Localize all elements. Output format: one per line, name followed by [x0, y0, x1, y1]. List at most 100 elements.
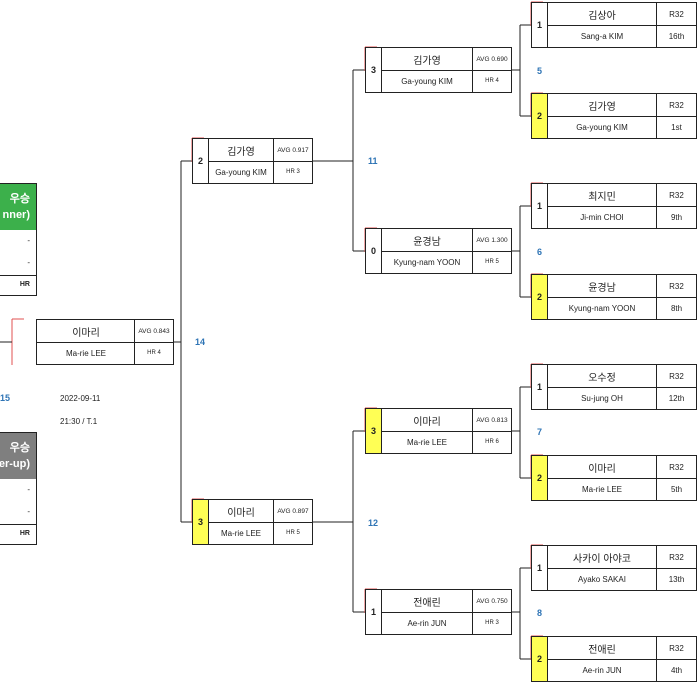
runnerup-panel-header: 우승 er-up) — [0, 433, 36, 479]
player-name-ko: 오수정 — [547, 365, 657, 388]
runnerup-row-2: - — [27, 507, 30, 516]
player-name-ko: 김가영 — [381, 48, 473, 71]
player-name-ko: 윤경남 — [381, 229, 473, 252]
final-player-box: 이마리 Ma-rie LEE AVG 0.843 HR 4 — [36, 319, 174, 365]
winner-panel: 우승 nner) - - HR — [0, 183, 37, 296]
rank-label: 1st — [656, 116, 696, 138]
round-label: R32 — [656, 3, 696, 26]
hr-stat: HR 5 — [273, 522, 312, 544]
match-number-semi: 12 — [368, 518, 379, 528]
round-label: R32 — [656, 365, 696, 388]
winner-title-en: nner) — [2, 209, 31, 221]
seed-score: 2 — [193, 139, 209, 183]
seed-score: 2 — [532, 456, 548, 500]
winner-title-ko: 우승 — [9, 193, 30, 205]
rank-label: 5th — [656, 478, 696, 500]
winner-row-1: - — [27, 236, 30, 245]
hr-stat: HR 5 — [472, 251, 511, 273]
player-name-en: Su-jung OH — [581, 393, 623, 403]
hr-stat: HR 4 — [472, 70, 511, 92]
seed-score: 1 — [366, 590, 382, 634]
final-hr: HR 4 — [134, 342, 173, 364]
seed-score: 3 — [366, 48, 382, 92]
player-name-en: Sang-a KIM — [580, 31, 624, 41]
player-name-en: Ga-young KIM — [576, 122, 628, 132]
player-name-en: Ma-rie LEE — [220, 528, 261, 538]
round-label: R32 — [656, 94, 696, 117]
player-name-en: Ji-min CHOI — [580, 212, 624, 222]
seed-score: 1 — [532, 365, 548, 409]
match-number-quarter: 7 — [537, 427, 543, 437]
rank-label: 9th — [656, 206, 696, 228]
player-name-en: Ayako SAKAI — [578, 574, 626, 584]
player-name-ko: 전애린 — [381, 590, 473, 613]
winner-row-2: - — [27, 258, 30, 267]
match-number-final: 14 — [195, 337, 206, 347]
player-name-ko: 김상아 — [547, 3, 657, 26]
rank-label: 8th — [656, 297, 696, 319]
round-label: R32 — [656, 456, 696, 479]
player-name-ko: 전애린 — [547, 637, 657, 660]
match-number-quarter: 5 — [537, 66, 543, 76]
hr-stat: HR 6 — [472, 431, 511, 453]
final-name-ko: 이마리 — [37, 320, 135, 343]
seed-score: 2 — [532, 275, 548, 319]
winner-footer: HR — [19, 281, 30, 288]
player-name-ko: 이마리 — [208, 500, 274, 523]
seed-score: 1 — [532, 546, 548, 590]
player-name-ko: 김가영 — [547, 94, 657, 117]
seed-score: 1 — [532, 184, 548, 228]
avg-stat: AVG 0.690 — [472, 48, 511, 71]
player-name-en: Ga-young KIM — [401, 76, 453, 86]
player-name-en: Kyung-nam YOON — [568, 303, 636, 313]
player-name-ko: 이마리 — [381, 409, 473, 432]
seed-score: 3 — [193, 500, 209, 544]
match-number-quarter: 8 — [537, 608, 543, 618]
avg-stat: AVG 0.897 — [273, 500, 312, 523]
avg-stat: AVG 0.813 — [472, 409, 511, 432]
hr-stat: HR 3 — [472, 612, 511, 634]
seed-score: 2 — [532, 637, 548, 681]
player-name-ko: 사카이 아야코 — [547, 546, 657, 569]
match-number-quarter: 6 — [537, 247, 543, 257]
player-name-en: Ae-rin JUN — [582, 665, 622, 675]
seed-score: 0 — [366, 229, 382, 273]
player-name-en: Ma-rie LEE — [406, 437, 447, 447]
rank-label: 13th — [656, 568, 696, 590]
avg-stat: AVG 0.917 — [273, 139, 312, 162]
rank-label: 16th — [656, 25, 696, 47]
match-date: 2022-09-11 — [60, 394, 101, 403]
runnerup-row-1: - — [27, 485, 30, 494]
player-name-en: Ga-young KIM — [215, 167, 267, 177]
avg-stat: AVG 1.300 — [472, 229, 511, 252]
player-name-en: Ae-rin JUN — [407, 618, 447, 628]
round-label: R32 — [656, 275, 696, 298]
match-number-left: 15 — [0, 393, 11, 403]
final-avg: AVG 0.843 — [134, 320, 173, 343]
player-name-en: Kyung-nam YOON — [393, 257, 461, 267]
seed-score: 2 — [532, 94, 548, 138]
round-label: R32 — [656, 637, 696, 660]
player-name-en: Ma-rie LEE — [581, 484, 622, 494]
final-name-en: Ma-rie LEE — [65, 348, 106, 358]
runnerup-title-ko: 우승 — [9, 442, 30, 454]
avg-stat: AVG 0.750 — [472, 590, 511, 613]
runnerup-title-en: er-up) — [0, 458, 30, 470]
winner-panel-header: 우승 nner) — [0, 184, 36, 230]
rank-label: 12th — [656, 387, 696, 409]
player-name-ko: 윤경남 — [547, 275, 657, 298]
